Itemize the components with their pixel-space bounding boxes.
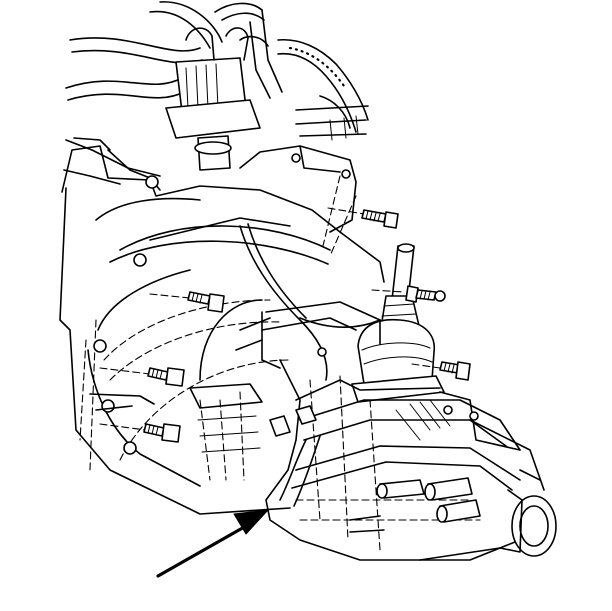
shift-rail-cylinders — [349, 477, 481, 533]
bolt-shifter-right — [371, 285, 446, 303]
bolt-mid-left — [149, 291, 225, 313]
distributor-cap — [165, 27, 261, 171]
bolt-upper-right — [327, 207, 399, 229]
bolt-lower-left — [99, 423, 181, 443]
extension-housing — [419, 419, 557, 561]
bell-housing — [59, 145, 385, 515]
wiring-harness — [89, 223, 381, 411]
callout-arrow — [156, 509, 269, 578]
bolt-shifter-base — [411, 361, 471, 381]
transmission-case — [235, 301, 521, 561]
bolt-center-left — [99, 367, 185, 387]
mounting-bracket — [63, 137, 357, 257]
ignition-wire-bundle — [65, 1, 369, 141]
shift-boot — [351, 243, 445, 403]
